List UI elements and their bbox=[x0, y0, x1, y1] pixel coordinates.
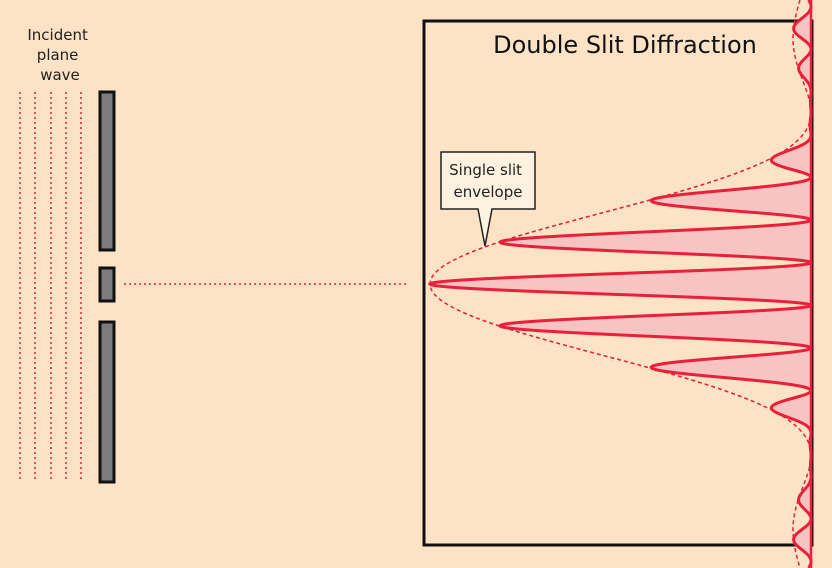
diagram-title: Double Slit Diffraction bbox=[493, 31, 757, 59]
callout-box bbox=[440, 151, 536, 247]
callout-text: Single slit envelope bbox=[449, 161, 527, 201]
callout-line-2: envelope bbox=[454, 183, 523, 201]
intensity-fill bbox=[430, 0, 811, 568]
envelope-callout: Single slit envelope bbox=[440, 151, 536, 247]
callout-line-1: Single slit bbox=[449, 161, 522, 179]
slit-barrier bbox=[98, 90, 116, 484]
barrier-middle bbox=[98, 266, 116, 303]
barrier-top bbox=[98, 90, 116, 252]
incident-label-line-3: wave bbox=[40, 66, 80, 84]
incident-wavefronts bbox=[19, 92, 82, 480]
incident-label-line-2: plane bbox=[37, 46, 79, 64]
barrier-bottom bbox=[98, 320, 116, 484]
incident-wave-label: Incident plane wave bbox=[27, 26, 92, 84]
incident-label-line-1: Incident bbox=[27, 26, 88, 44]
single-slit-envelope-curve bbox=[429, 0, 812, 568]
